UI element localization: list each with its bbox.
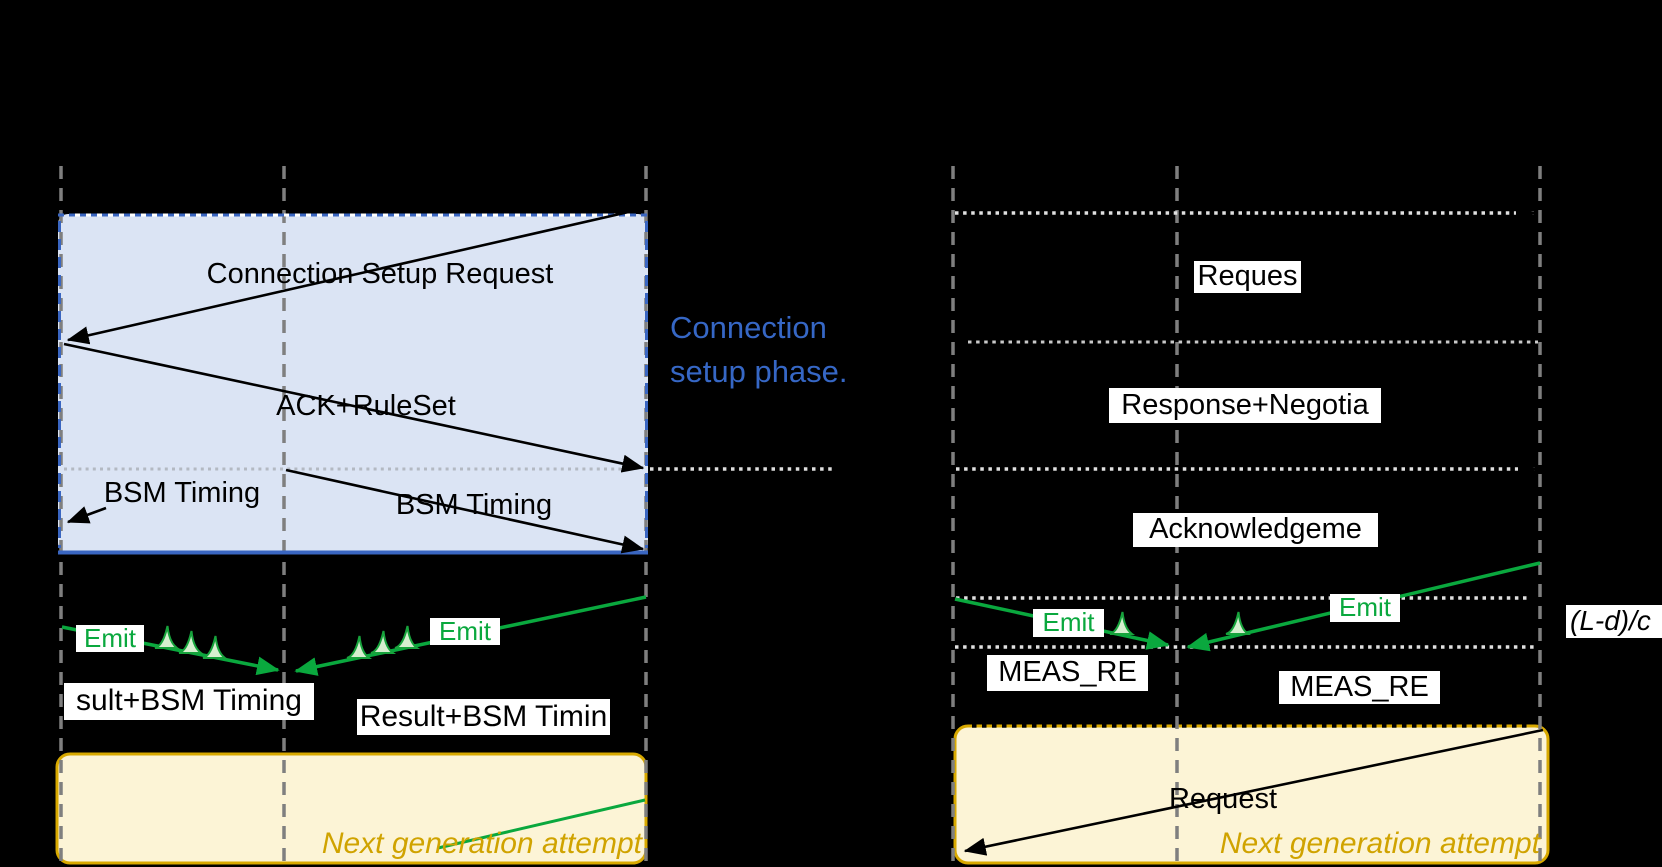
annotation-connection-setup-phase: Connection setup phase. [670, 310, 848, 389]
message-label-request-top: Reques [1194, 260, 1301, 293]
message-label-ack-ruleset: ACK+RuleSet [276, 390, 456, 422]
emit-label-left-a: Emit [76, 623, 144, 653]
arrow-connection-setup-request [66, 206, 647, 345]
photon-pulses [154, 611, 1252, 659]
message-label-meas-result-right: MEAS_RE [1279, 671, 1440, 704]
arrowhead-notch-right-3 [1518, 463, 1540, 476]
message-label-bsm-timing-right: BSM Timing [395, 489, 553, 521]
arrow-ack-ruleset [63, 342, 645, 473]
pulse-icon [394, 625, 421, 649]
pulse-icon [178, 630, 205, 654]
arrow-bsm-timing-left [66, 506, 107, 524]
message-label-bsm-timing-left: BSM Timing [103, 477, 261, 509]
arrowhead-notch-right-1 [1516, 207, 1538, 220]
message-arrows [63, 206, 1544, 856]
message-label-response-negotiation: Response+Negotia [1109, 388, 1381, 423]
pulse-icon [370, 630, 397, 654]
message-label-result-bsm-timing-left: sult+BSM Timing [64, 683, 314, 720]
pulse-icon [202, 635, 229, 659]
photon-line-next-attempt [437, 798, 646, 850]
message-label-acknowledgement: Acknowledgeme [1133, 513, 1378, 547]
pulse-icon [346, 635, 373, 659]
message-label-request-retry: Request [1168, 783, 1277, 815]
connection-setup-region [58, 214, 648, 553]
emit-label-right-a: Emit [1033, 607, 1104, 637]
annotation-propagation-delay: (L-d)/c [1566, 605, 1662, 638]
emit-label-left-b: Emit [430, 616, 500, 646]
emit-label-right-b: Emit [1330, 592, 1400, 622]
annotation-next-generation-attempt-left: Next generation attempt [321, 827, 642, 860]
arrow-bsm-timing-right [285, 468, 645, 554]
message-label-connection-setup-request: Connection Setup Request [206, 258, 554, 290]
message-label-meas-result-left: MEAS_RE [987, 655, 1148, 691]
pulse-icon [1109, 611, 1136, 635]
message-label-result-bsm-timing-right: Result+BSM Timin [357, 699, 610, 735]
pulse-icon [1225, 611, 1252, 635]
annotation-next-generation-attempt-right: Next generation attempt [1219, 827, 1540, 860]
pulse-icon [154, 625, 181, 649]
arrow-request-retry [963, 728, 1544, 856]
